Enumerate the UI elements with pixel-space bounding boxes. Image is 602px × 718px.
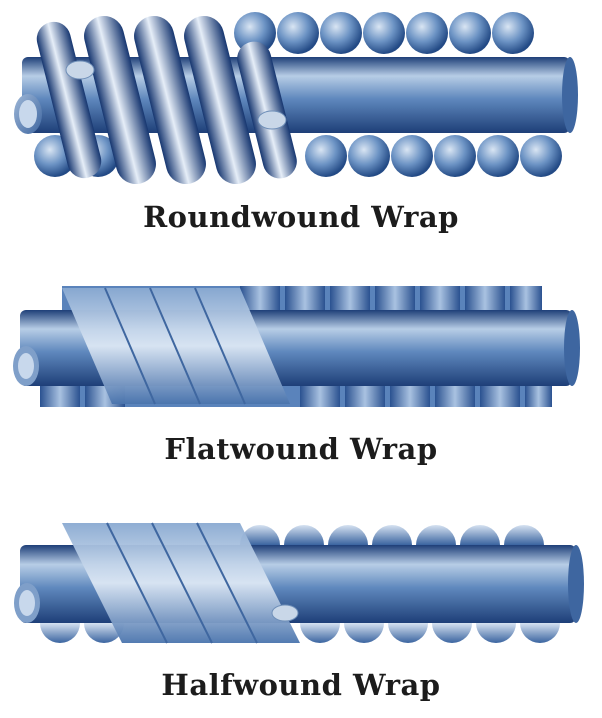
roundwound-caption: Roundwound Wrap	[143, 200, 459, 234]
roundwound-helix	[36, 15, 297, 185]
halfwound-caption: Halfwound Wrap	[161, 668, 441, 702]
halfwound-diagram	[14, 522, 584, 644]
flatwound-band	[62, 287, 290, 405]
flatwound-diagram	[13, 286, 580, 407]
roundwound-top-windings	[234, 12, 534, 54]
halfwound-top-windings	[240, 525, 544, 545]
flatwound-caption: Flatwound Wrap	[164, 432, 438, 466]
roundwound-diagram	[14, 12, 578, 185]
halfwound-band	[62, 522, 300, 644]
halfwound-bottom-windings	[40, 623, 560, 643]
